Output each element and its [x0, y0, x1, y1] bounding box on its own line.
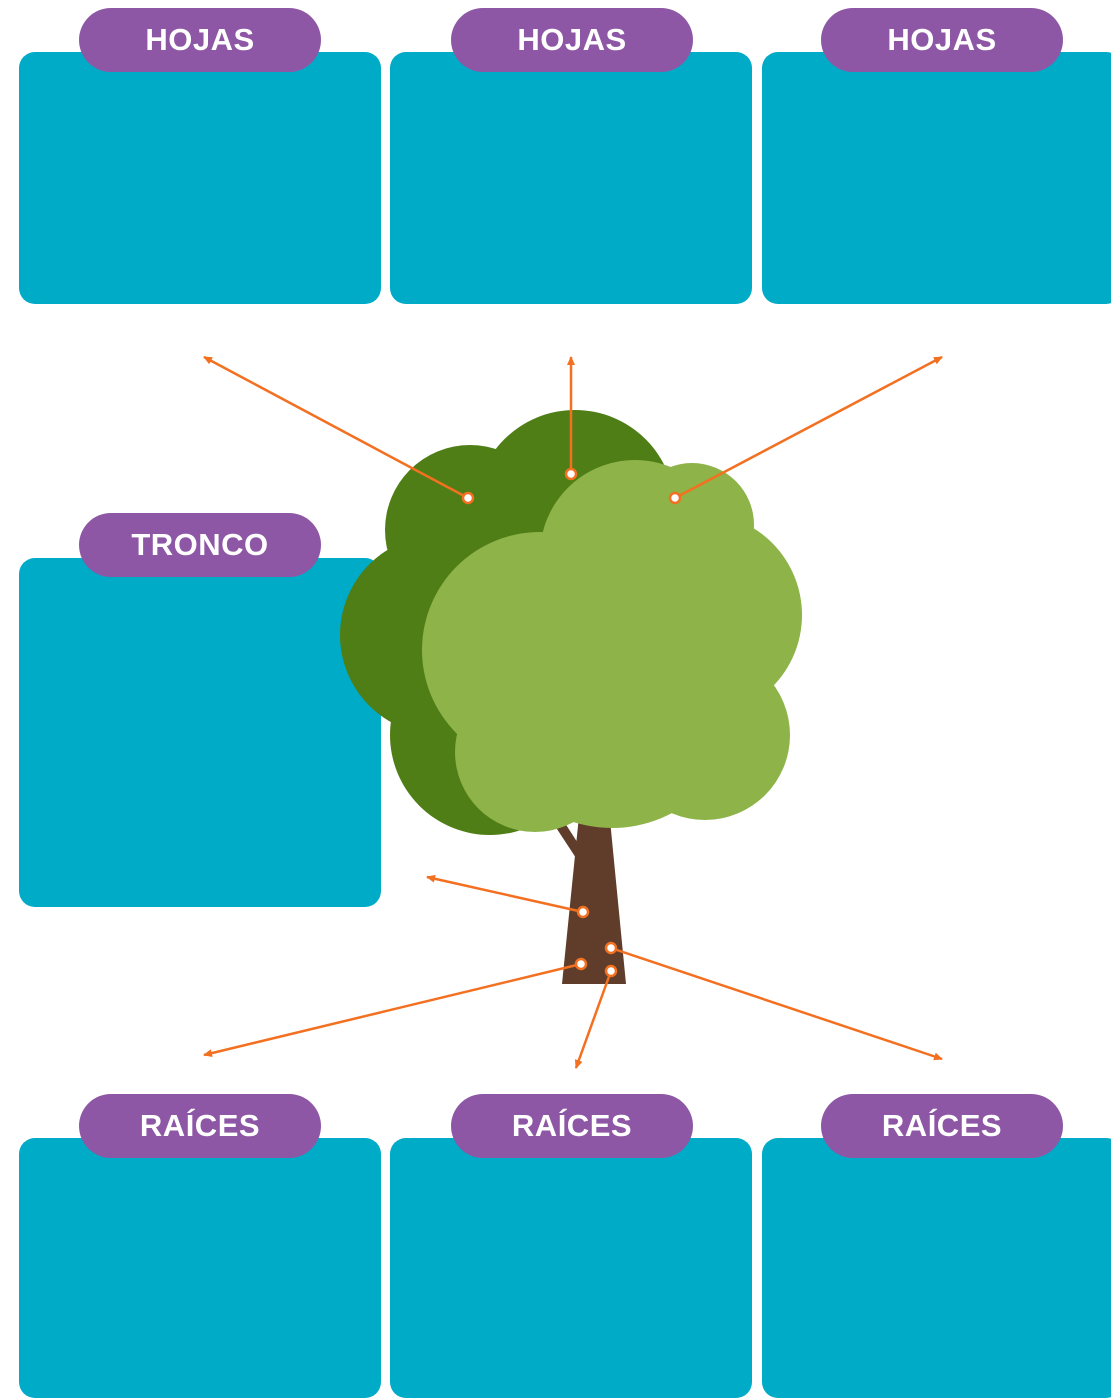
arrow-dot [604, 941, 618, 955]
arrow-leaves-3 [674, 355, 943, 500]
arrow-roots-3 [610, 946, 943, 1061]
roots-box-2[interactable] [390, 1138, 752, 1398]
roots-box-1[interactable] [19, 1138, 381, 1398]
arrow-roots-2 [574, 970, 613, 1069]
arrow-dot [604, 964, 618, 978]
tree-canopy-light [422, 460, 802, 832]
leaves-label-3: HOJAS [821, 8, 1063, 72]
arrow-dot [574, 957, 588, 971]
leaves-label-1: HOJAS [79, 8, 321, 72]
arrow-roots-1 [203, 962, 582, 1058]
arrow-dot [461, 491, 475, 505]
roots-label-2: RAÍCES [451, 1094, 693, 1158]
roots-label-3: RAÍCES [821, 1094, 1063, 1158]
arrow-dot [564, 467, 578, 481]
trunk-label: TRONCO [79, 513, 321, 577]
leaves-box-2[interactable] [390, 52, 752, 304]
trunk-box[interactable] [19, 558, 381, 907]
roots-box-3[interactable] [762, 1138, 1111, 1398]
leaves-label-2: HOJAS [451, 8, 693, 72]
roots-label-1: RAÍCES [79, 1094, 321, 1158]
arrow-trunk [426, 874, 584, 914]
arrow-dot [668, 491, 682, 505]
arrow-dot [576, 905, 590, 919]
leaves-box-1[interactable] [19, 52, 381, 304]
leaves-box-3[interactable] [762, 52, 1111, 304]
arrow-leaves-1 [203, 355, 469, 500]
